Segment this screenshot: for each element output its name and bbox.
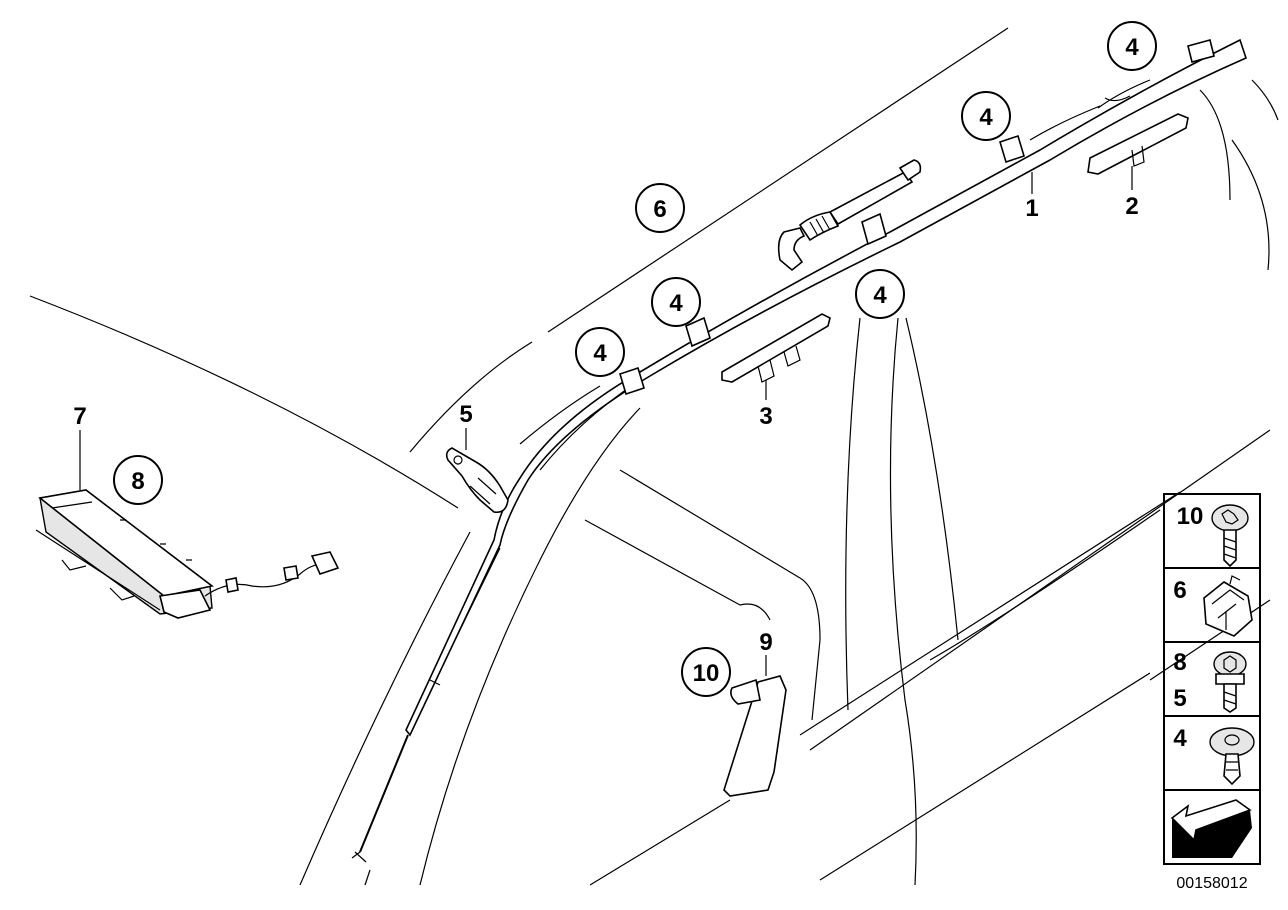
callout-1: 1: [1025, 195, 1038, 222]
expanding-rivet-icon: [1209, 727, 1255, 786]
torx-bolt-icon: [1213, 651, 1247, 713]
legend-row-8-5: 8 5: [1173, 649, 1247, 713]
trim-part-9: [723, 675, 787, 797]
callout-10-circled: 10: [681, 647, 731, 697]
callout-3: 3: [759, 403, 772, 430]
svg-text:4: 4: [873, 282, 887, 309]
curtain-airbag-part: [351, 38, 1247, 863]
leader-lines: [79, 166, 1133, 676]
trim-part-3: [721, 313, 831, 383]
svg-text:7: 7: [73, 403, 86, 430]
callout-5: 5: [459, 401, 472, 428]
svg-text:8: 8: [1173, 649, 1186, 676]
reference-number: 00158012: [1176, 875, 1247, 892]
callout-4-circled: 4: [575, 327, 625, 377]
svg-text:10: 10: [693, 660, 720, 687]
legend-row-6: 6: [1173, 575, 1253, 637]
callout-4-circled: 4: [961, 91, 1011, 141]
svg-text:4: 4: [1173, 725, 1187, 752]
callout-6-circled: 6: [635, 183, 685, 233]
fastener-legend: 10 6 8 5: [1163, 493, 1261, 865]
svg-text:5: 5: [1173, 685, 1186, 712]
vehicle-body-outline: [29, 27, 1279, 886]
svg-text:10: 10: [1177, 503, 1204, 530]
callout-4-circled: 4: [855, 269, 905, 319]
svg-text:5: 5: [459, 401, 472, 428]
torx-screw-icon: [1211, 504, 1249, 568]
svg-text:4: 4: [1125, 34, 1139, 61]
svg-text:6: 6: [1173, 577, 1186, 604]
callout-7: 7: [73, 403, 86, 430]
legend-row-10: 10: [1177, 503, 1249, 568]
callout-4-circled: 4: [651, 277, 701, 327]
svg-text:1: 1: [1025, 195, 1038, 222]
bracket-part-5: [445, 447, 509, 514]
callout-9: 9: [759, 629, 772, 656]
callout-8-circled: 8: [113, 455, 163, 505]
svg-text:4: 4: [979, 104, 993, 131]
svg-text:6: 6: [653, 196, 666, 223]
svg-text:3: 3: [759, 403, 772, 430]
svg-text:4: 4: [593, 340, 607, 367]
svg-text:8: 8: [131, 468, 144, 495]
airbag-mounting-clips: [619, 39, 1215, 396]
svg-text:4: 4: [669, 290, 683, 317]
svg-text:9: 9: [759, 629, 772, 656]
callout-4-circled: 4: [1107, 21, 1157, 71]
clip-nut-icon: [1203, 575, 1253, 637]
svg-text:2: 2: [1125, 193, 1138, 220]
trim-part-2: [1087, 113, 1189, 175]
passenger-airbag-module: [35, 489, 340, 619]
direction-arrow-icon: [1170, 799, 1252, 858]
legend-row-4: 4: [1173, 725, 1255, 786]
callout-2: 2: [1125, 193, 1138, 220]
